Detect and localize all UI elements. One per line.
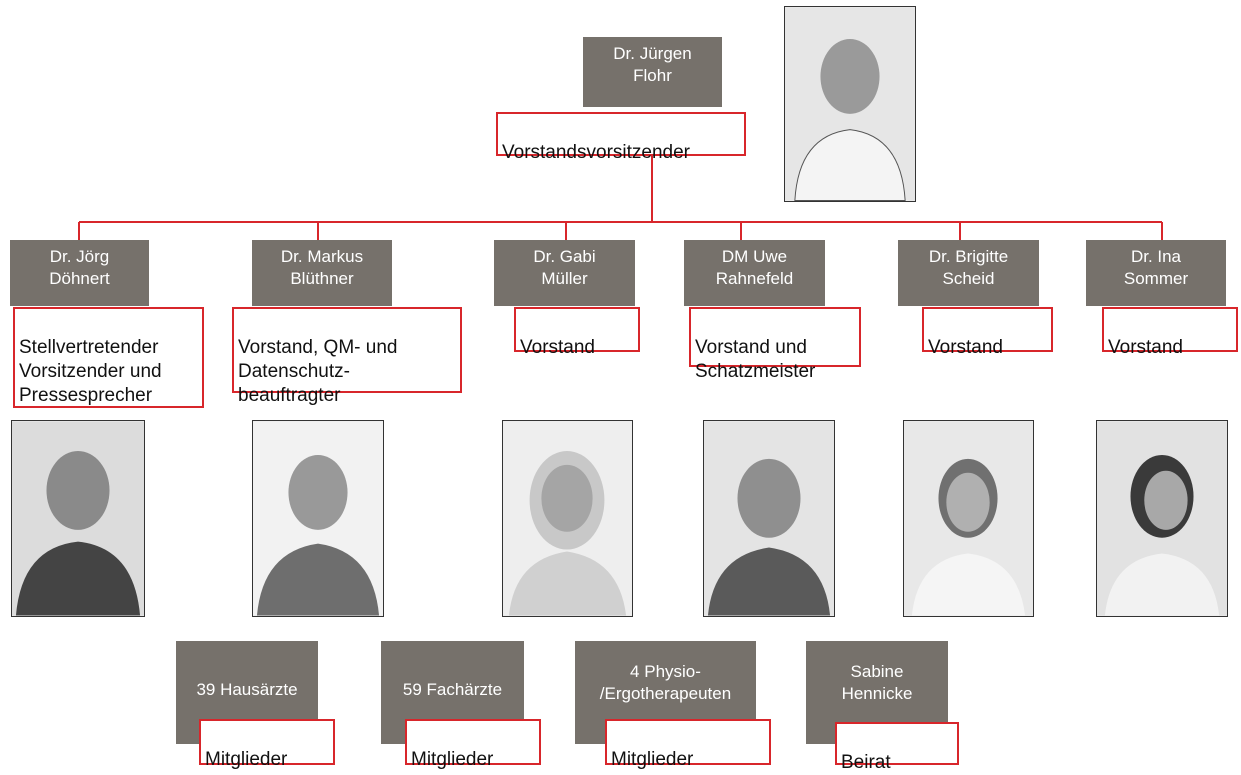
board-role-box-3: Vorstand <box>514 307 640 358</box>
board-photo-3 <box>502 420 633 617</box>
board-name-box-4: DM Uwe Rahnefeld <box>684 240 825 306</box>
board-role: Vorstand <box>520 337 595 358</box>
board-photo-6 <box>1096 420 1228 617</box>
portrait-photo-icon <box>12 421 144 616</box>
board-photo-5 <box>903 420 1034 617</box>
group-role: Mitglieder <box>611 749 694 770</box>
group-role: Beirat <box>841 752 891 773</box>
board-name-box-6: Dr. Ina Sommer <box>1086 240 1226 306</box>
group-name: 39 Hausärzte <box>196 680 298 699</box>
group-role-box-3: Mitglieder <box>605 719 771 770</box>
board-role: Vorstand und Schatzmeister <box>695 337 816 382</box>
board-photo-2 <box>252 420 384 617</box>
group-role: Mitglieder <box>205 749 288 770</box>
chairman-photo <box>784 6 916 202</box>
board-role: Vorstand <box>928 337 1003 358</box>
group-role-box-4: Beirat <box>835 722 959 773</box>
board-role-box-4: Vorstand und Schatzmeister <box>689 307 861 382</box>
board-name-box-2: Dr. Markus Blüthner <box>252 240 392 306</box>
portrait-photo-icon <box>503 421 632 616</box>
group-name: 59 Fachärzte <box>402 680 503 699</box>
board-role-box-6: Vorstand <box>1102 307 1238 358</box>
portrait-photo-icon <box>253 421 383 616</box>
board-name: Dr. Brigitte Scheid <box>928 247 1009 288</box>
board-name-box-3: Dr. Gabi Müller <box>494 240 635 306</box>
group-role: Mitglieder <box>411 749 494 770</box>
portrait-photo-icon <box>904 421 1033 616</box>
board-photo-4 <box>703 420 835 617</box>
chairman-name: Dr. Jürgen Flohr <box>613 44 692 85</box>
board-role: Vorstand <box>1108 337 1183 358</box>
board-name-box-5: Dr. Brigitte Scheid <box>898 240 1039 306</box>
board-role-box-5: Vorstand <box>922 307 1053 358</box>
board-name-box-1: Dr. Jörg Döhnert <box>10 240 149 306</box>
board-name: DM Uwe Rahnefeld <box>715 247 794 288</box>
group-name: Sabine Hennicke <box>841 662 913 703</box>
board-name: Dr. Ina Sommer <box>1123 247 1189 288</box>
board-role-box-1: Stellvertretender Vorsitzender und Press… <box>13 307 204 408</box>
board-role: Stellvertretender Vorsitzender und Press… <box>19 337 162 406</box>
group-name: 4 Physio- /Ergotherapeuten <box>599 662 732 703</box>
board-name: Dr. Markus Blüthner <box>280 247 364 288</box>
portrait-photo-icon <box>785 7 915 201</box>
chairman-role-box: Vorstandsvorsitzender <box>496 112 746 163</box>
board-photo-1 <box>11 420 145 617</box>
portrait-photo-icon <box>704 421 834 616</box>
group-role-box-2: Mitglieder <box>405 719 541 770</box>
board-name: Dr. Jörg Döhnert <box>49 247 110 288</box>
portrait-photo-icon <box>1097 421 1227 616</box>
board-name: Dr. Gabi Müller <box>533 247 596 288</box>
board-role: Vorstand, QM- und Datenschutz- beauftrag… <box>238 337 398 406</box>
group-role-box-1: Mitglieder <box>199 719 335 770</box>
chairman-name-box: Dr. Jürgen Flohr <box>583 37 722 107</box>
chairman-role: Vorstandsvorsitzender <box>502 142 690 163</box>
board-role-box-2: Vorstand, QM- und Datenschutz- beauftrag… <box>232 307 462 406</box>
